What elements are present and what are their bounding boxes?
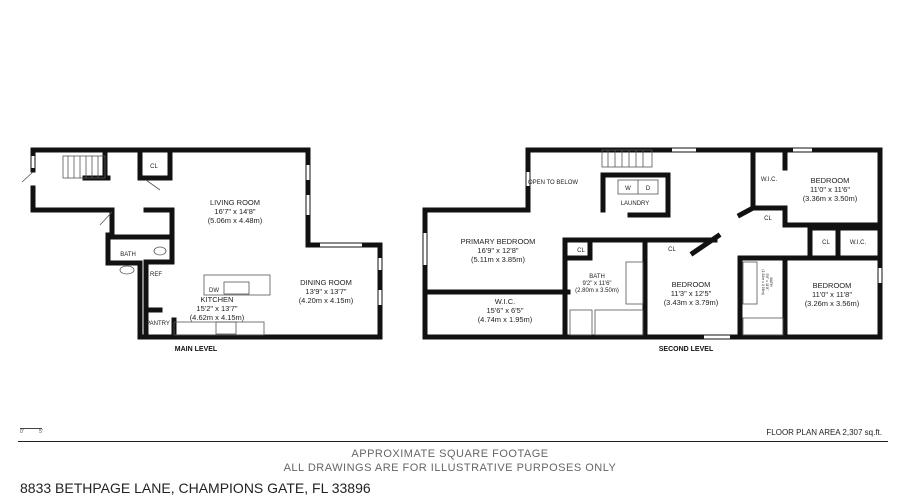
svg-text:(4.62m x 4.15m): (4.62m x 4.15m) [190,313,245,322]
scale-end: 5' [39,429,43,435]
room-bath-2: BATH 5'0" x 11'8" (1.52m x 3.56m) [761,269,773,294]
room-bedroom-top-right: BEDROOM 11'0" x 11'6" (3.36m x 3.50m) [803,176,858,203]
svg-text:11'3" x 12'5": 11'3" x 12'5" [671,289,712,298]
svg-text:PRIMARY BEDROOM: PRIMARY BEDROOM [461,237,536,246]
svg-text:11'0" x 11'8": 11'0" x 11'8" [812,290,852,299]
closet-wall [807,225,883,261]
svg-text:BEDROOM: BEDROOM [672,280,711,289]
svg-text:(4.20m x 4.15m): (4.20m x 4.15m) [299,296,354,305]
room-bedroom-bottom-right: BEDROOM 11'0" x 11'8" (3.26m x 3.56m) [805,281,860,308]
room-wic: W.I.C. 15'6" x 6'5" (4.74m x 1.95m) [478,297,533,324]
room-primary-bath: BATH 9'2" x 11'6" (2.80m x 3.50m) [575,274,619,294]
bath-wall [562,237,718,340]
svg-text:16'7" x 14'8": 16'7" x 14'8" [214,207,255,216]
second-level-plan: OPEN TO BELOW LAUNDRY W D CL CL CL CL W.… [422,147,883,353]
floor-plan-drawing: CL BATH REF PANTRY DW LIVING ROOM 16'7" … [21,147,883,353]
svg-text:LIVING ROOM: LIVING ROOM [210,198,260,207]
bathtub-2 [742,317,784,336]
svg-text:BATH: BATH [769,277,773,287]
range [215,321,237,335]
floor-plan-area: FLOOR PLAN AREA 2,307 sq.ft. [766,428,882,437]
door-swing [21,171,161,226]
closet-door-wall [689,232,722,257]
scale-bar: 0' 5' [20,428,43,435]
dishwasher-label: DW [209,288,219,294]
bath2-wall [737,255,788,340]
svg-text:BEDROOM: BEDROOM [813,281,852,290]
stair-wall [82,147,108,181]
open-to-below-label: OPEN TO BELOW [528,180,578,186]
svg-text:W.I.C.: W.I.C. [495,297,515,306]
second-level-title: SECOND LEVEL [659,346,714,353]
scale-start: 0' [20,429,24,435]
wic-label: W.I.C. [850,240,867,246]
stairs [62,155,106,179]
svg-text:(2.80m x 3.50m): (2.80m x 3.50m) [575,288,619,294]
stairs [601,149,653,168]
main-level-title: MAIN LEVEL [175,346,218,353]
disclaimer-illustrative: ALL DRAWINGS ARE FOR ILLUSTRATIVE PURPOS… [283,462,617,474]
svg-text:BEDROOM: BEDROOM [811,176,850,185]
svg-text:15'6" x 6'5": 15'6" x 6'5" [487,306,524,315]
closet-label: CL [668,247,676,253]
room-kitchen: KITCHEN 15'2" x 13'7" (4.62m x 4.15m) [190,295,245,322]
svg-text:(5.06m x 4.48m): (5.06m x 4.48m) [208,216,263,225]
closet-wall [137,147,173,181]
svg-text:DINING ROOM: DINING ROOM [300,278,352,287]
svg-text:(4.74m x 1.95m): (4.74m x 1.95m) [478,315,533,324]
svg-text:13'9" x 13'7": 13'9" x 13'7" [305,287,346,296]
bath-closet-wall [562,237,593,261]
sink [119,265,135,275]
room-bedroom-middle: BEDROOM 11'3" x 12'5" (3.43m x 3.79m) [664,280,719,307]
laundry-wall [600,172,671,218]
room-primary-bedroom: PRIMARY BEDROOM 16'9" x 12'8" (5.11m x 3… [461,237,536,264]
closet-wall [736,204,757,219]
svg-text:15'2" x 13'7": 15'2" x 13'7" [196,304,237,313]
second-outer-wall [422,147,883,340]
washer-label: W [625,186,631,192]
svg-text:5'0" x 11'8": 5'0" x 11'8" [765,274,769,292]
room-living-room: LIVING ROOM 16'7" x 14'8" (5.06m x 4.48m… [208,198,263,225]
counter [173,321,265,336]
ref-label: REF [150,272,162,278]
svg-text:KITCHEN: KITCHEN [201,295,234,304]
svg-text:(1.52m x 3.56m): (1.52m x 3.56m) [761,269,765,294]
pantry-label: PANTRY [146,321,170,327]
svg-text:(3.43m x 3.79m): (3.43m x 3.79m) [664,298,719,307]
closet-label: CL [150,164,158,170]
svg-text:9'2" x 11'6": 9'2" x 11'6" [582,281,611,287]
svg-text:(5.11m x 3.85m): (5.11m x 3.85m) [471,255,526,264]
vanity-2 [742,261,758,305]
shower [569,309,593,336]
divider [18,441,888,442]
disclaimer-footage: APPROXIMATE SQUARE FOOTAGE [351,448,549,460]
closet-label: CL [764,216,772,222]
bath-label: BATH [120,252,136,258]
kitchen-island [203,274,271,296]
property-address: 8833 BETHPAGE LANE, CHAMPIONS GATE, FL 3… [20,480,371,496]
laundry-label: LAUNDRY [621,201,650,207]
closet-label: CL [577,248,585,254]
toilet [153,246,167,256]
vanity [625,261,644,305]
svg-text:11'0" x 11'6": 11'0" x 11'6" [810,185,850,194]
svg-text:16'9" x 12'8": 16'9" x 12'8" [477,246,518,255]
closet-label: CL [822,240,830,246]
room-dining-room: DINING ROOM 13'9" x 13'7" (4.20m x 4.15m… [299,278,354,305]
bathtub [594,309,644,336]
svg-text:(3.26m x 3.56m): (3.26m x 3.56m) [805,299,860,308]
main-level-plan: CL BATH REF PANTRY DW LIVING ROOM 16'7" … [21,147,383,353]
dryer-label: D [646,186,651,192]
wic-label: W.I.C. [761,177,778,183]
svg-text:(3.36m x 3.50m): (3.36m x 3.50m) [803,194,858,203]
svg-text:BATH: BATH [589,274,605,280]
bath-wall [143,207,175,340]
wic-wall [750,147,788,228]
